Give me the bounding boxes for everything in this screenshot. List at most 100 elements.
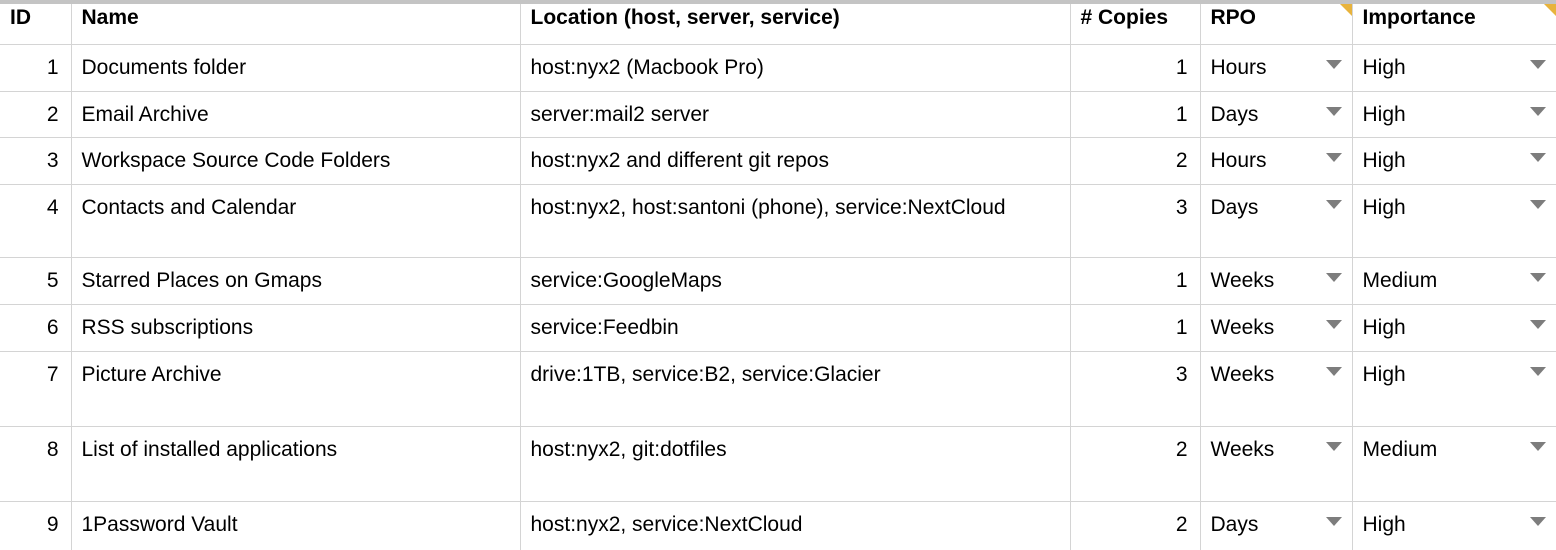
cell-value-importance: Medium bbox=[1353, 258, 1556, 304]
column-header-rpo[interactable]: RPO bbox=[1200, 4, 1353, 45]
note-indicator-icon[interactable] bbox=[1544, 4, 1556, 16]
cell-id[interactable]: 2 bbox=[0, 91, 72, 139]
column-header-copies[interactable]: # Copies bbox=[1070, 4, 1201, 45]
chevron-down-icon[interactable] bbox=[1325, 153, 1342, 163]
column-header-name[interactable]: Name bbox=[71, 4, 521, 45]
cell-location[interactable]: host:nyx2, host:santoni (phone), service… bbox=[520, 184, 1071, 259]
cell-copies[interactable]: 3 bbox=[1070, 184, 1201, 259]
cell-id[interactable]: 9 bbox=[0, 501, 72, 550]
chevron-down-icon[interactable] bbox=[1325, 60, 1342, 69]
chevron-down-icon[interactable] bbox=[1530, 153, 1546, 163]
chevron-down-icon[interactable] bbox=[1530, 319, 1546, 329]
cell-rpo[interactable]: Days bbox=[1200, 184, 1353, 259]
chevron-down-icon[interactable] bbox=[1530, 441, 1546, 451]
chevron-down-icon[interactable] bbox=[1325, 366, 1342, 376]
cell-rpo[interactable]: Days bbox=[1200, 501, 1353, 550]
cell-value-location: host:nyx2, service:NextCloud bbox=[530, 512, 803, 536]
cell-copies[interactable]: 1 bbox=[1070, 91, 1201, 139]
cell-id[interactable]: 8 bbox=[0, 426, 72, 502]
cell-importance[interactable]: High bbox=[1352, 501, 1556, 550]
cell-rpo[interactable]: Days bbox=[1200, 91, 1353, 139]
cell-copies[interactable]: 2 bbox=[1070, 426, 1201, 502]
cell-copies[interactable]: 1 bbox=[1070, 304, 1201, 352]
cell-id[interactable]: 7 bbox=[0, 351, 72, 427]
chevron-down-icon[interactable] bbox=[1530, 200, 1546, 210]
chevron-down-icon[interactable] bbox=[1325, 441, 1342, 451]
cell-importance[interactable]: High bbox=[1352, 351, 1556, 427]
cell-importance[interactable]: Medium bbox=[1352, 426, 1556, 502]
column-header-location[interactable]: Location (host, server, service) bbox=[520, 4, 1071, 45]
cell-name[interactable]: 1Password Vault bbox=[71, 501, 521, 550]
cell-location[interactable]: host:nyx2, service:NextCloud bbox=[520, 501, 1071, 550]
column-header-id[interactable]: ID bbox=[0, 4, 72, 45]
cell-value-rpo: Days bbox=[1201, 92, 1352, 138]
cell-location[interactable]: host:nyx2 (Macbook Pro) bbox=[520, 44, 1071, 92]
cell-value-name: Picture Archive bbox=[81, 362, 222, 386]
cell-location[interactable]: host:nyx2, git:dotfiles bbox=[520, 426, 1071, 502]
cell-id[interactable]: 1 bbox=[0, 44, 72, 92]
cell-importance[interactable]: Medium bbox=[1352, 257, 1556, 305]
cell-location[interactable]: service:Feedbin bbox=[520, 304, 1071, 352]
cell-name[interactable]: Documents folder bbox=[71, 44, 521, 92]
table-body: 1 Documents folder host:nyx2 (Macbook Pro)… bbox=[0, 44, 1556, 550]
column-header-importance[interactable]: Importance bbox=[1352, 4, 1556, 45]
chevron-down-icon[interactable] bbox=[1325, 319, 1342, 329]
cell-rpo[interactable]: Weeks bbox=[1200, 304, 1353, 352]
cell-rpo[interactable]: Weeks bbox=[1200, 351, 1353, 427]
chevron-down-icon[interactable] bbox=[1325, 516, 1342, 526]
chevron-down-icon[interactable] bbox=[1530, 106, 1546, 116]
cell-importance[interactable]: High bbox=[1352, 44, 1556, 92]
cell-value-location: host:nyx2 (Macbook Pro) bbox=[530, 56, 764, 79]
column-header-label-importance: Importance bbox=[1362, 6, 1476, 29]
cell-copies[interactable]: 3 bbox=[1070, 351, 1201, 427]
chevron-down-icon[interactable] bbox=[1530, 273, 1546, 283]
cell-name[interactable]: Workspace Source Code Folders bbox=[71, 137, 521, 186]
cell-value-copies: 1 bbox=[1175, 102, 1188, 126]
chevron-down-icon[interactable] bbox=[1325, 106, 1342, 116]
cell-location[interactable]: host:nyx2 and different git repos bbox=[520, 137, 1071, 186]
chevron-down-icon[interactable] bbox=[1530, 516, 1546, 526]
cell-name[interactable]: Contacts and Calendar bbox=[71, 184, 521, 259]
chevron-down-icon[interactable] bbox=[1325, 200, 1342, 210]
cell-location[interactable]: server:mail2 server bbox=[520, 91, 1071, 139]
cell-rpo[interactable]: Weeks bbox=[1200, 257, 1353, 305]
note-indicator-icon[interactable] bbox=[1339, 4, 1352, 16]
cell-value-id: 8 bbox=[46, 437, 59, 461]
cell-importance[interactable]: High bbox=[1352, 304, 1556, 352]
cell-copies[interactable]: 2 bbox=[1070, 137, 1201, 186]
chevron-down-icon[interactable] bbox=[1530, 366, 1546, 376]
cell-name[interactable]: List of installed applications bbox=[71, 426, 521, 502]
cell-importance[interactable]: High bbox=[1352, 91, 1556, 139]
cell-rpo[interactable]: Weeks bbox=[1200, 426, 1353, 502]
cell-name[interactable]: Email Archive bbox=[71, 91, 521, 139]
cell-value-copies: 3 bbox=[1175, 362, 1188, 386]
cell-name[interactable]: RSS subscriptions bbox=[71, 304, 521, 352]
chevron-down-icon[interactable] bbox=[1325, 273, 1342, 283]
cell-name[interactable]: Starred Places on Gmaps bbox=[71, 257, 521, 305]
cell-value-name: Documents folder bbox=[81, 56, 247, 79]
cell-location[interactable]: service:GoogleMaps bbox=[520, 257, 1071, 305]
cell-rpo[interactable]: Hours bbox=[1200, 44, 1353, 92]
cell-id[interactable]: 6 bbox=[0, 304, 72, 352]
cell-importance[interactable]: High bbox=[1352, 137, 1556, 186]
cell-value-rpo: Weeks bbox=[1201, 352, 1352, 398]
cell-copies[interactable]: 2 bbox=[1070, 501, 1201, 550]
cell-id[interactable]: 5 bbox=[0, 257, 72, 305]
cell-id[interactable]: 4 bbox=[0, 184, 72, 259]
cell-name[interactable]: Picture Archive bbox=[71, 351, 521, 427]
cell-location[interactable]: drive:1TB, service:B2, service:Glacier bbox=[520, 351, 1071, 427]
chevron-down-icon[interactable] bbox=[1530, 60, 1546, 69]
cell-value-importance: High bbox=[1353, 138, 1556, 184]
cell-importance[interactable]: High bbox=[1352, 184, 1556, 259]
cell-value-rpo: Weeks bbox=[1201, 305, 1352, 351]
table-row: 1 Documents folder host:nyx2 (Macbook Pro)… bbox=[0, 44, 1556, 92]
cell-id[interactable]: 3 bbox=[0, 137, 72, 186]
cell-copies[interactable]: 1 bbox=[1070, 44, 1201, 92]
top-frozen-divider bbox=[0, 0, 1556, 4]
cell-copies[interactable]: 1 bbox=[1070, 257, 1201, 305]
cell-rpo[interactable]: Hours bbox=[1200, 137, 1353, 186]
